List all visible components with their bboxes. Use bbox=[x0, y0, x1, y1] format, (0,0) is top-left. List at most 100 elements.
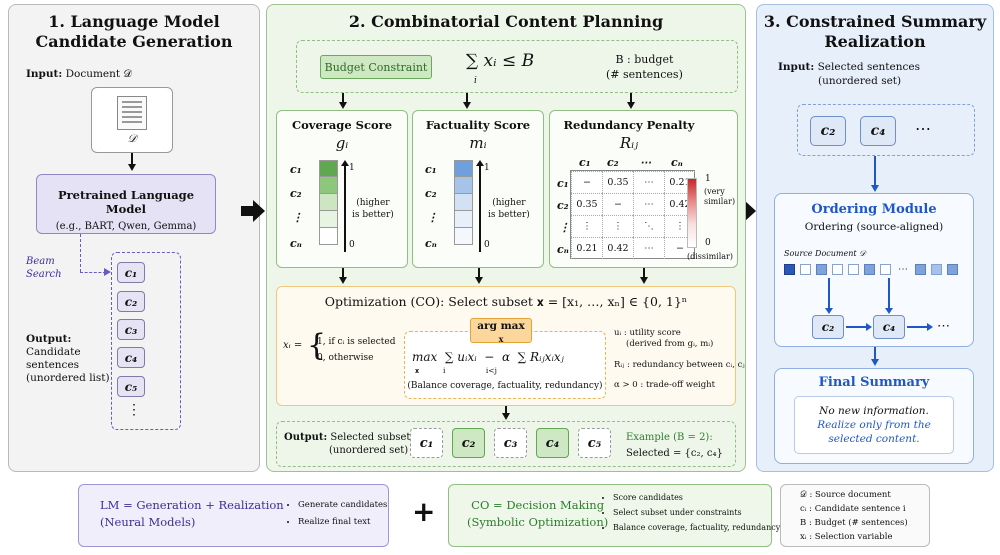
co-bullet: Score candidates bbox=[613, 490, 780, 505]
matrix-row-cn: cₙ bbox=[557, 243, 569, 256]
scale-line bbox=[479, 162, 481, 252]
arrow-line bbox=[643, 268, 645, 278]
output-desc-3: (unordered list) bbox=[26, 372, 110, 384]
flow-arrow-1-head bbox=[253, 200, 265, 222]
coverage-symbol: gᵢ bbox=[335, 134, 349, 152]
factuality-note-2: is better) bbox=[488, 210, 530, 220]
coverage-row-dots: ⋮ bbox=[292, 211, 303, 224]
coverage-row-c2: c₂ bbox=[290, 187, 302, 200]
redundancy-definition: Rᵢⱼ : redundancy between cᵢ, cⱼ bbox=[614, 360, 745, 370]
score-cell bbox=[454, 228, 473, 245]
matrix-cell: ⋮ bbox=[664, 215, 695, 237]
utility-definition: uᵢ : utility score (derived from gᵢ, mᵢ) bbox=[614, 328, 713, 350]
u-def-1: uᵢ : utility score bbox=[614, 328, 681, 338]
arrow-line bbox=[630, 93, 632, 103]
matrix-row-c1: c₁ bbox=[557, 177, 569, 190]
score-cell bbox=[454, 194, 473, 211]
arrow-line bbox=[342, 93, 344, 103]
lm-summary-title: LM = Generation + Realization (Neural Mo… bbox=[100, 497, 284, 531]
candidate-c4: c₄ bbox=[117, 347, 145, 368]
source-sentence bbox=[880, 264, 891, 275]
subset-output-label: Output: Selected subset (unordered set) bbox=[284, 431, 410, 457]
notation-legend-box bbox=[780, 484, 930, 547]
panel3-title-line1: 3. Constrained Summary bbox=[763, 12, 987, 31]
factuality-row-c2: c₂ bbox=[425, 187, 437, 200]
blue-arrow-line bbox=[907, 326, 929, 328]
source-sentence bbox=[915, 264, 926, 275]
blue-arrow-head bbox=[825, 308, 833, 314]
example-line-2: Selected = {c₂, c₄} bbox=[626, 448, 723, 459]
matrix-cell: ⋮ bbox=[602, 215, 633, 237]
co-bullet: Select subset under constraints bbox=[613, 505, 780, 520]
argmax-text: arg max bbox=[477, 320, 525, 332]
final-line-1: No new information. bbox=[819, 405, 929, 417]
blue-arrow-line bbox=[846, 326, 868, 328]
budget-formula: ∑ xᵢ ≤ B bbox=[466, 51, 535, 71]
candidate-c5: c₅ bbox=[117, 376, 145, 397]
coverage-note: (higher is better) bbox=[352, 197, 394, 221]
coverage-bar bbox=[319, 160, 338, 245]
matrix-col-dots: ⋯ bbox=[640, 156, 651, 169]
matrix-cell: 0.35 bbox=[571, 193, 602, 215]
blue-arrow-head bbox=[871, 359, 879, 366]
scale-bottom-value: 0 bbox=[705, 238, 711, 248]
co-line-2: (Symbolic Optimization) bbox=[467, 515, 609, 529]
beam-dashed-line bbox=[80, 234, 81, 272]
blue-arrow-line bbox=[874, 347, 876, 361]
score-cell bbox=[319, 228, 338, 245]
blue-arrow-head bbox=[871, 185, 879, 192]
factuality-row-dots: ⋮ bbox=[427, 211, 438, 224]
co-summary-box bbox=[448, 484, 772, 547]
matrix-cell: 0.42 bbox=[602, 237, 633, 259]
objective-formula: max ∑ uᵢxᵢ − α ∑ Rᵢⱼxᵢxⱼ bbox=[412, 350, 564, 364]
redundancy-title: Redundancy Penalty bbox=[563, 118, 695, 132]
final-line-3: selected content. bbox=[828, 433, 920, 445]
arrow-line bbox=[342, 268, 344, 278]
coverage-row-cn: cₙ bbox=[290, 237, 302, 250]
input-c2: c₂ bbox=[810, 116, 846, 146]
scale-top-value: 1 bbox=[705, 174, 711, 184]
lm-summary-box bbox=[78, 484, 389, 547]
matrix-row-c2: c₂ bbox=[557, 199, 569, 212]
budget-def-2: (# sentences) bbox=[606, 68, 683, 81]
panel3-input: Input: Selected sentences (unordered set… bbox=[778, 60, 920, 88]
scale-bottom-note: (dissimilar) bbox=[687, 252, 733, 261]
coverage-row-c1: c₁ bbox=[290, 163, 302, 176]
input-c4: c₄ bbox=[860, 116, 896, 146]
source-sentence-strip: ⋯ bbox=[784, 264, 958, 275]
coverage-scale-bottom: 0 bbox=[349, 240, 355, 250]
subset-output-title: Output: bbox=[284, 432, 328, 443]
subset-output-desc-2: (unordered set) bbox=[329, 445, 409, 456]
factuality-title: Factuality Score bbox=[425, 118, 531, 132]
input-more: ⋯ bbox=[915, 119, 931, 138]
argmax-label: arg max 𝐱 bbox=[470, 318, 532, 344]
candidate-c3: c₃ bbox=[117, 319, 145, 340]
candidate-more: ⋮ bbox=[127, 402, 141, 418]
input-value: Document 𝒟 bbox=[65, 68, 132, 80]
factuality-scale-top: 1 bbox=[484, 163, 490, 173]
source-sentence bbox=[800, 264, 811, 275]
candidate-c2: c₂ bbox=[117, 291, 145, 312]
source-sentence bbox=[864, 264, 875, 275]
panel3-title-line2: Realization bbox=[824, 32, 926, 51]
arrow-head bbox=[640, 277, 648, 284]
redundancy-color-scale bbox=[687, 178, 697, 248]
score-cell bbox=[454, 177, 473, 194]
flow-arrow-1-shaft bbox=[241, 206, 255, 216]
beam-search-label: Beam Search bbox=[26, 255, 62, 281]
optimization-title: Optimization (CO): Select subset 𝐱 = [x₁… bbox=[324, 294, 688, 309]
output-desc-2: sentences bbox=[26, 359, 80, 371]
coverage-scale-top: 1 bbox=[349, 163, 355, 173]
arrow-line bbox=[131, 153, 133, 165]
notation-legend: 𝒟 : Source document cᵢ : Candidate sente… bbox=[800, 488, 908, 544]
matrix-cell: 0.21 bbox=[571, 237, 602, 259]
panel3-input-line2: (unordered set) bbox=[818, 75, 902, 87]
panel3-input-label: Input: bbox=[778, 61, 815, 73]
factuality-note-1: (higher bbox=[492, 198, 526, 208]
flow-arrow-2-head bbox=[744, 200, 756, 222]
legend-item: B : Budget (# sentences) bbox=[800, 518, 908, 528]
ordered-c4: c₄ bbox=[873, 315, 905, 339]
xi-definition-lhs: xᵢ = bbox=[283, 340, 303, 351]
matrix-cell: − bbox=[664, 237, 695, 259]
source-sentence bbox=[947, 264, 958, 275]
